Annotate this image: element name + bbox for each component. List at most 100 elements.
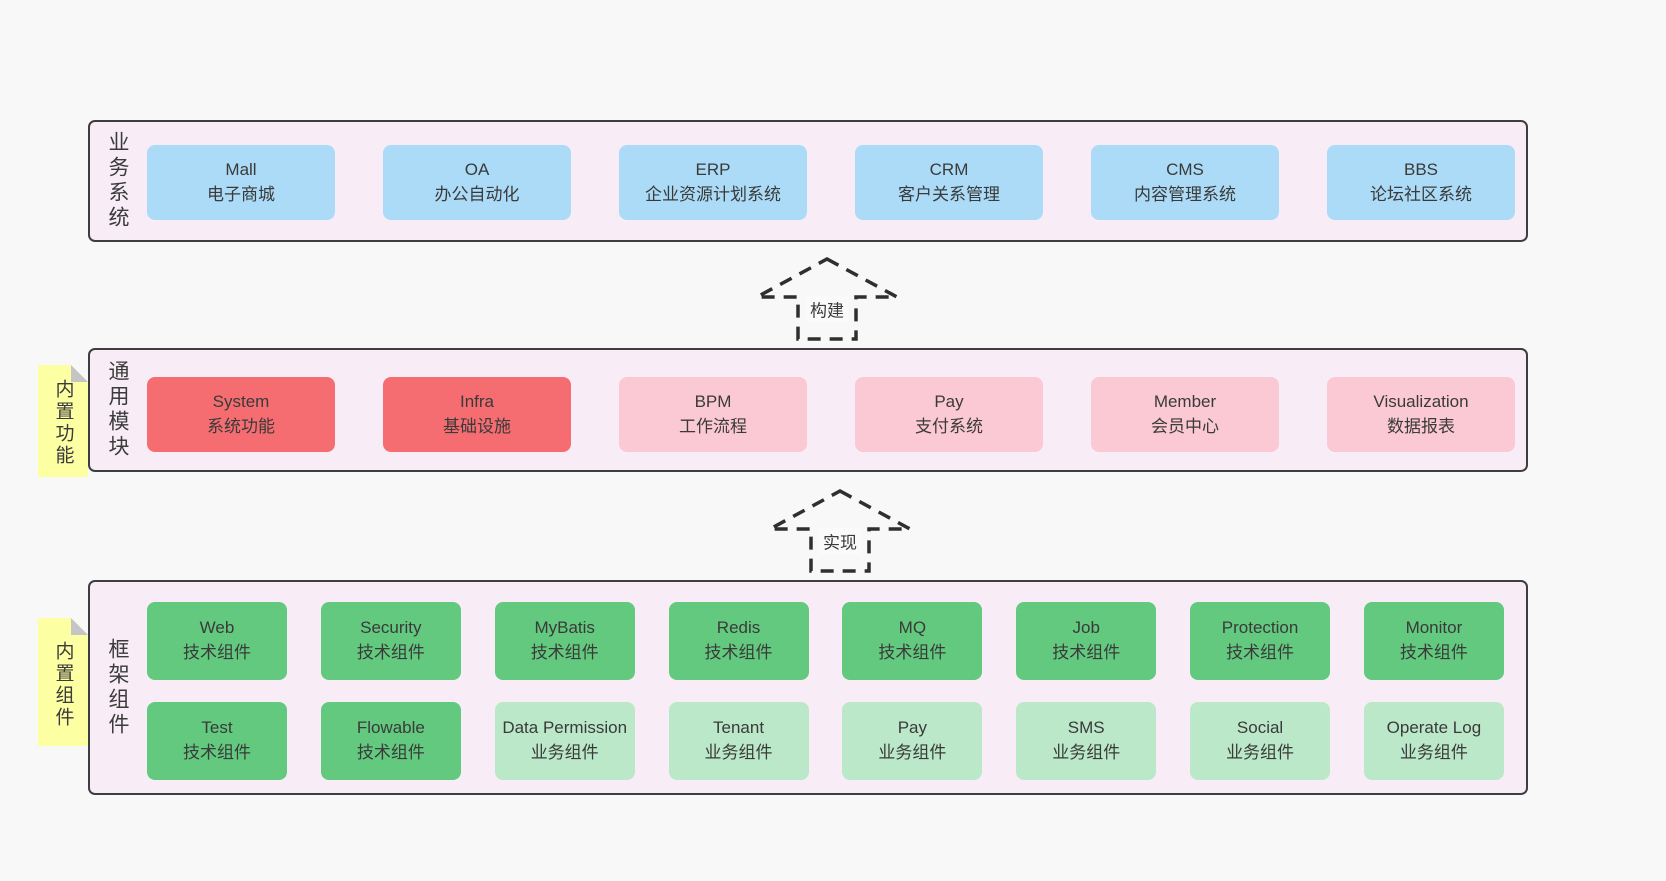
box-subtitle: 技术组件 — [356, 643, 425, 662]
box-title: MQ — [898, 618, 927, 638]
box-sms: SMS 业务组件 — [1016, 702, 1157, 780]
box-tenant: Tenant 业务组件 — [668, 702, 809, 780]
box-subtitle: 业务组件 — [878, 743, 947, 762]
box-subtitle: 业务组件 — [530, 743, 599, 762]
box-flowable: Flowable 技术组件 — [320, 702, 461, 780]
box-subtitle: 业务组件 — [1052, 743, 1121, 762]
box-subtitle: 技术组件 — [356, 743, 425, 762]
box-subtitle: 企业资源计划系统 — [645, 184, 781, 204]
box-title: OA — [464, 159, 490, 179]
box-system: System 系统功能 — [147, 377, 335, 452]
box-title: CMS — [1166, 159, 1204, 179]
box-title: Social — [1236, 718, 1284, 738]
box-title: Monitor — [1405, 618, 1463, 638]
box-subtitle: 数据报表 — [1387, 416, 1455, 436]
box-title: System — [212, 391, 270, 411]
box-title: Protection — [1221, 618, 1299, 638]
box-title: CRM — [929, 159, 969, 179]
up-arrow-icon — [756, 257, 898, 341]
box-monitor: Monitor 技术组件 — [1363, 602, 1504, 680]
box-operate-log: Operate Log 业务组件 — [1363, 702, 1504, 780]
box-mq: MQ 技术组件 — [842, 602, 983, 680]
box-infra: Infra 基础设施 — [383, 377, 571, 452]
common-modules-panel: 通用模块 System 系统功能 Infra 基础设施 BPM 工作流程 Pay… — [88, 348, 1528, 472]
box-cms: CMS 内容管理系统 — [1091, 145, 1279, 220]
box-subtitle: 技术组件 — [1226, 643, 1295, 662]
box-title: Visualization — [1373, 391, 1469, 411]
box-protection: Protection 技术组件 — [1190, 602, 1331, 680]
box-data-permission: Data Permission 业务组件 — [494, 702, 635, 780]
box-visualization: Visualization 数据报表 — [1327, 377, 1515, 452]
box-subtitle: 内容管理系统 — [1134, 184, 1236, 204]
box-pay-system: Pay 支付系统 — [855, 377, 1043, 452]
box-title: Infra — [459, 391, 495, 411]
box-subtitle: 论坛社区系统 — [1370, 184, 1472, 204]
box-title: Security — [360, 618, 422, 638]
box-subtitle: 电子商城 — [207, 184, 275, 204]
build-arrow-label: 构建 — [806, 295, 848, 323]
sticky-note-text: 内置功能 — [52, 379, 74, 468]
box-title: Pay — [934, 391, 964, 411]
box-title: Operate Log — [1386, 718, 1482, 738]
box-subtitle: 客户关系管理 — [898, 184, 1000, 204]
box-security: Security 技术组件 — [320, 602, 461, 680]
box-bpm: BPM 工作流程 — [619, 377, 807, 452]
box-subtitle: 系统功能 — [207, 416, 275, 436]
business-systems-side-label: 业务系统 — [106, 131, 129, 231]
common-modules-side-label: 通用模块 — [106, 360, 129, 460]
box-subtitle: 业务组件 — [1399, 743, 1468, 762]
box-subtitle: 技术组件 — [878, 643, 947, 662]
framework-components-side-label: 框架组件 — [106, 637, 129, 738]
box-pay-component: Pay 业务组件 — [842, 702, 983, 780]
box-title: Tenant — [713, 718, 765, 738]
sticky-note-text: 内置组件 — [52, 640, 74, 729]
box-subtitle: 业务组件 — [1226, 743, 1295, 762]
box-test: Test 技术组件 — [147, 702, 287, 780]
sticky-note-builtin-components: 内置组件 — [38, 618, 88, 746]
framework-components-row-1: Web 技术组件 Security 技术组件 MyBatis 技术组件 Redi… — [147, 602, 1504, 680]
box-subtitle: 办公自动化 — [434, 184, 520, 204]
box-subtitle: 技术组件 — [530, 643, 599, 662]
box-subtitle: 技术组件 — [183, 643, 251, 662]
box-subtitle: 基础设施 — [443, 416, 511, 436]
box-crm: CRM 客户关系管理 — [855, 145, 1043, 220]
box-subtitle: 会员中心 — [1151, 416, 1219, 436]
box-title: Redis — [716, 618, 761, 638]
box-title: Web — [199, 618, 235, 638]
box-title: Job — [1072, 618, 1100, 638]
box-mybatis: MyBatis 技术组件 — [494, 602, 635, 680]
implement-arrow: 实现 — [765, 488, 915, 574]
box-subtitle: 技术组件 — [704, 643, 773, 662]
box-mall: Mall 电子商城 — [147, 145, 335, 220]
box-social: Social 业务组件 — [1190, 702, 1331, 780]
business-systems-panel: 业务系统 Mall 电子商城 OA 办公自动化 ERP 企业资源计划系统 CRM… — [88, 120, 1528, 242]
box-subtitle: 工作流程 — [679, 416, 747, 436]
box-title: BPM — [694, 391, 732, 411]
common-modules-row: System 系统功能 Infra 基础设施 BPM 工作流程 Pay 支付系统… — [147, 377, 1515, 452]
box-title: Data Permission — [502, 718, 628, 738]
box-title: Member — [1153, 391, 1217, 411]
box-title: SMS — [1067, 718, 1105, 738]
box-title: Pay — [897, 718, 928, 738]
box-title: BBS — [1403, 159, 1439, 179]
box-title: Flowable — [356, 718, 425, 738]
box-job: Job 技术组件 — [1016, 602, 1157, 680]
box-title: MyBatis — [534, 618, 595, 638]
business-systems-row: Mall 电子商城 OA 办公自动化 ERP 企业资源计划系统 CRM 客户关系… — [147, 145, 1515, 220]
box-title: Mall — [225, 159, 257, 179]
implement-arrow-label: 实现 — [819, 527, 861, 555]
framework-components-row-2: Test 技术组件 Flowable 技术组件 Data Permission … — [147, 702, 1504, 780]
box-web: Web 技术组件 — [147, 602, 287, 680]
box-erp: ERP 企业资源计划系统 — [619, 145, 807, 220]
box-bbs: BBS 论坛社区系统 — [1327, 145, 1515, 220]
box-subtitle: 支付系统 — [915, 416, 983, 436]
framework-components-panel: 框架组件 Web 技术组件 Security 技术组件 MyBatis 技术组件… — [88, 580, 1528, 795]
box-member: Member 会员中心 — [1091, 377, 1279, 452]
build-arrow: 构建 — [752, 256, 902, 342]
box-redis: Redis 技术组件 — [668, 602, 809, 680]
sticky-note-builtin-features: 内置功能 — [38, 365, 88, 477]
box-subtitle: 技术组件 — [183, 743, 251, 762]
box-oa: OA 办公自动化 — [383, 145, 571, 220]
box-title: ERP — [695, 159, 731, 179]
box-subtitle: 技术组件 — [1052, 643, 1121, 662]
